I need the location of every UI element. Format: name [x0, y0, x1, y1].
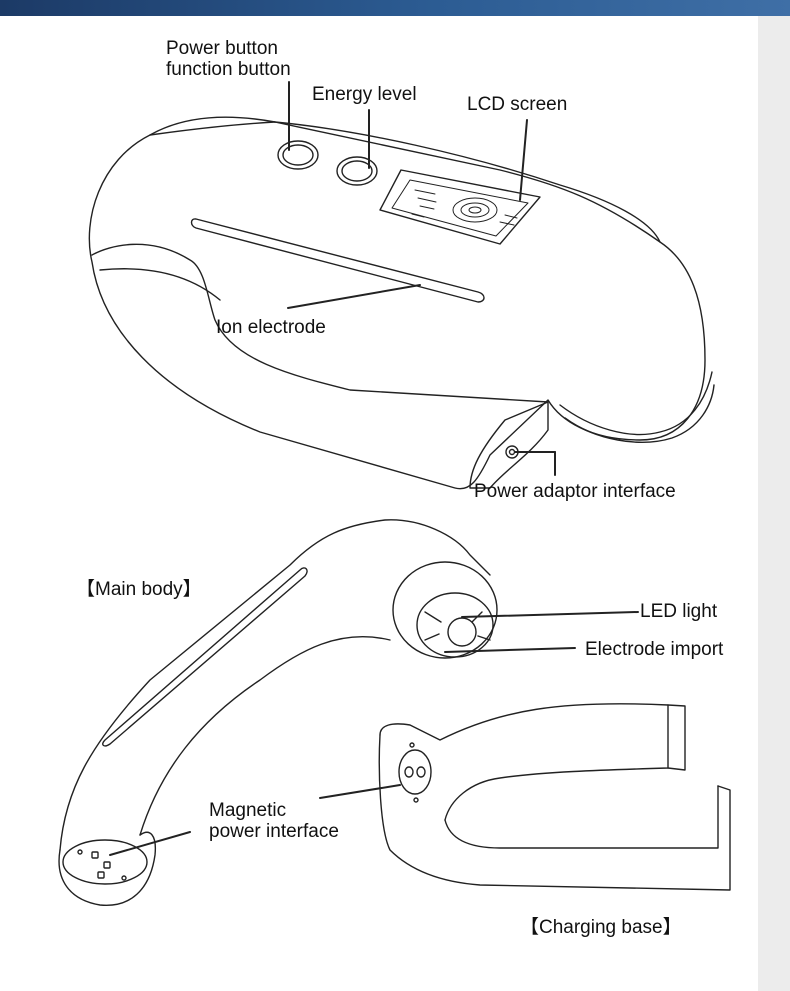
power-button-label-line2: function button — [166, 59, 291, 80]
charging-base-illustration — [378, 703, 731, 891]
main-body-caption: 【Main body】 — [76, 579, 202, 600]
led-light-label: LED light — [640, 601, 718, 622]
top-device-illustration — [88, 116, 715, 490]
electrode-import-label: Electrode import — [585, 639, 724, 660]
main-body-illustration — [58, 519, 498, 906]
power-button-label: Power button function button — [166, 38, 291, 80]
charging-base-caption: 【Charging base】 — [520, 917, 682, 938]
magnetic-label-line2: power interface — [209, 821, 339, 842]
power-adaptor-label: Power adaptor interface — [474, 481, 676, 502]
energy-level-label: Energy level — [312, 84, 417, 105]
magnetic-label-line1: Magnetic — [209, 800, 287, 821]
leader-lines — [109, 81, 639, 856]
header-bar — [0, 0, 790, 16]
ion-electrode-label: Ion electrode — [216, 317, 326, 338]
magnetic-interface-label: Magnetic power interface — [209, 800, 339, 842]
lcd-screen-label: LCD screen — [467, 94, 568, 115]
power-button-label-line1: Power button — [166, 38, 278, 59]
side-panel — [758, 16, 790, 991]
